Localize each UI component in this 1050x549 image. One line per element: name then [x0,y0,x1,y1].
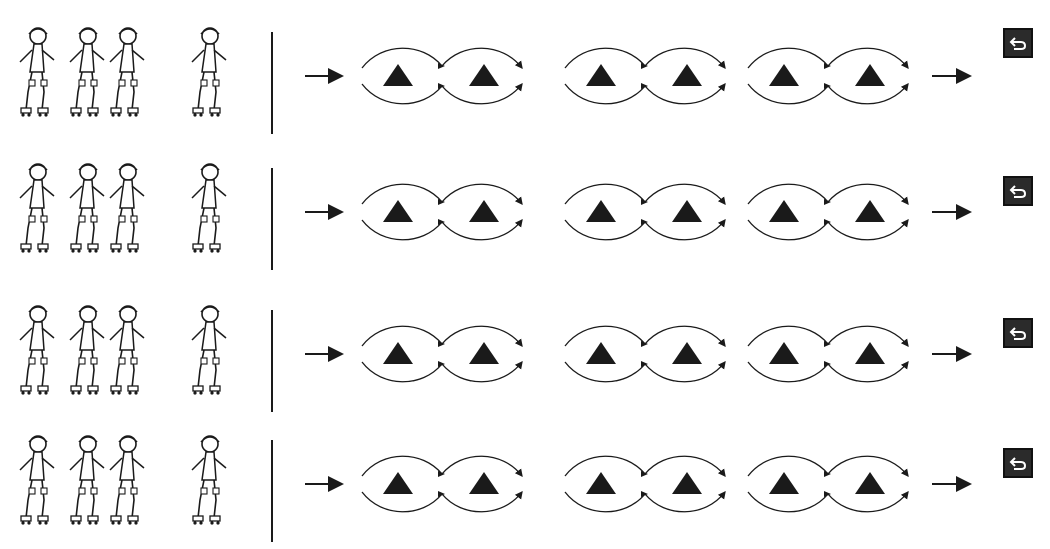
skater-icon [20,28,54,117]
return-button[interactable] [1003,176,1033,206]
drill-row [20,164,968,270]
cone-icon [586,342,616,364]
cone-icon [769,200,799,222]
skater-icon [70,164,104,253]
cone-icon [469,200,499,222]
drill-row [20,28,968,134]
return-button[interactable] [1003,318,1033,348]
skater-icon [20,164,54,253]
cone-icon [586,64,616,86]
cone-icon [769,342,799,364]
skater-icon [192,164,226,253]
return-arrow-icon [1009,34,1027,52]
cone-icon [383,342,413,364]
cone-icon [672,200,702,222]
cone-icon [672,472,702,494]
drill-row [20,306,968,412]
skater-icon [70,306,104,395]
cone-icon [672,64,702,86]
cone-icon [855,472,885,494]
cone-icon [672,342,702,364]
cone-icon [469,64,499,86]
skater-icon [20,306,54,395]
return-arrow-icon [1009,454,1027,472]
skater-icon [70,28,104,117]
skater-icon [110,436,144,525]
cone-icon [383,472,413,494]
skater-icon [110,164,144,253]
return-button[interactable] [1003,448,1033,478]
cone-icon [469,472,499,494]
cone-icon [855,64,885,86]
return-arrow-icon [1009,324,1027,342]
skater-icon [110,28,144,117]
skater-icon [110,306,144,395]
skater-icon [192,306,226,395]
skater-icon [20,436,54,525]
cone-icon [855,342,885,364]
return-button[interactable] [1003,28,1033,58]
cone-icon [586,200,616,222]
drill-row [20,436,968,542]
cone-icon [769,472,799,494]
cone-icon [769,64,799,86]
cone-icon [383,200,413,222]
skater-icon [70,436,104,525]
skater-icon [192,436,226,525]
skater-icon [192,28,226,117]
return-arrow-icon [1009,182,1027,200]
cone-icon [855,200,885,222]
cone-icon [469,342,499,364]
cone-icon [586,472,616,494]
cone-icon [383,64,413,86]
